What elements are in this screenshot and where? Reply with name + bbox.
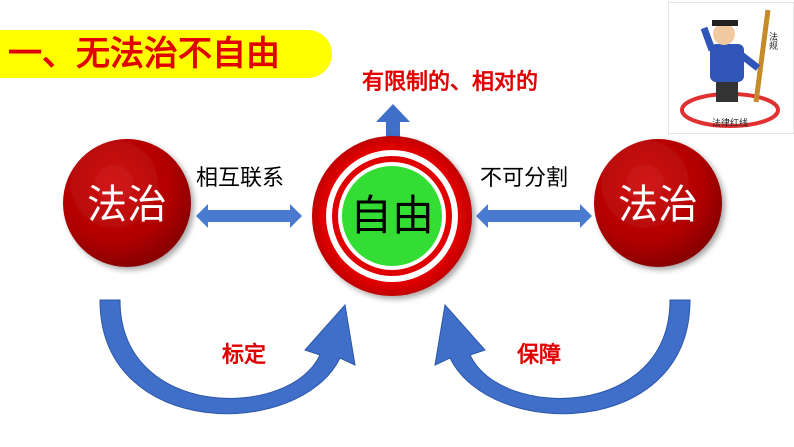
link-left-label: 相互联系: [196, 160, 284, 192]
curve-arrow-right: [435, 300, 690, 414]
double-arrow-right: [476, 204, 592, 228]
person-legs: [716, 82, 738, 102]
up-arrow: [376, 104, 410, 140]
double-arrow-left: [196, 204, 302, 228]
link-right-label: 不可分割: [480, 160, 568, 192]
thumb-circle-label: 法律红线: [712, 117, 748, 129]
person-head: [713, 23, 735, 45]
person-hat: [712, 20, 738, 26]
thumbnail-illustration: 法规 法律红线: [668, 2, 794, 134]
curve-right-label: 保障: [517, 337, 561, 369]
center-label: 自由: [350, 191, 434, 240]
thumb-sign-label: 法规: [767, 31, 778, 51]
right-node-label: 法治: [618, 182, 698, 228]
curve-left-label: 标定: [222, 337, 266, 369]
top-label: 有限制的、相对的: [300, 64, 600, 96]
person-body: [710, 44, 744, 82]
left-node-label: 法治: [87, 182, 167, 228]
